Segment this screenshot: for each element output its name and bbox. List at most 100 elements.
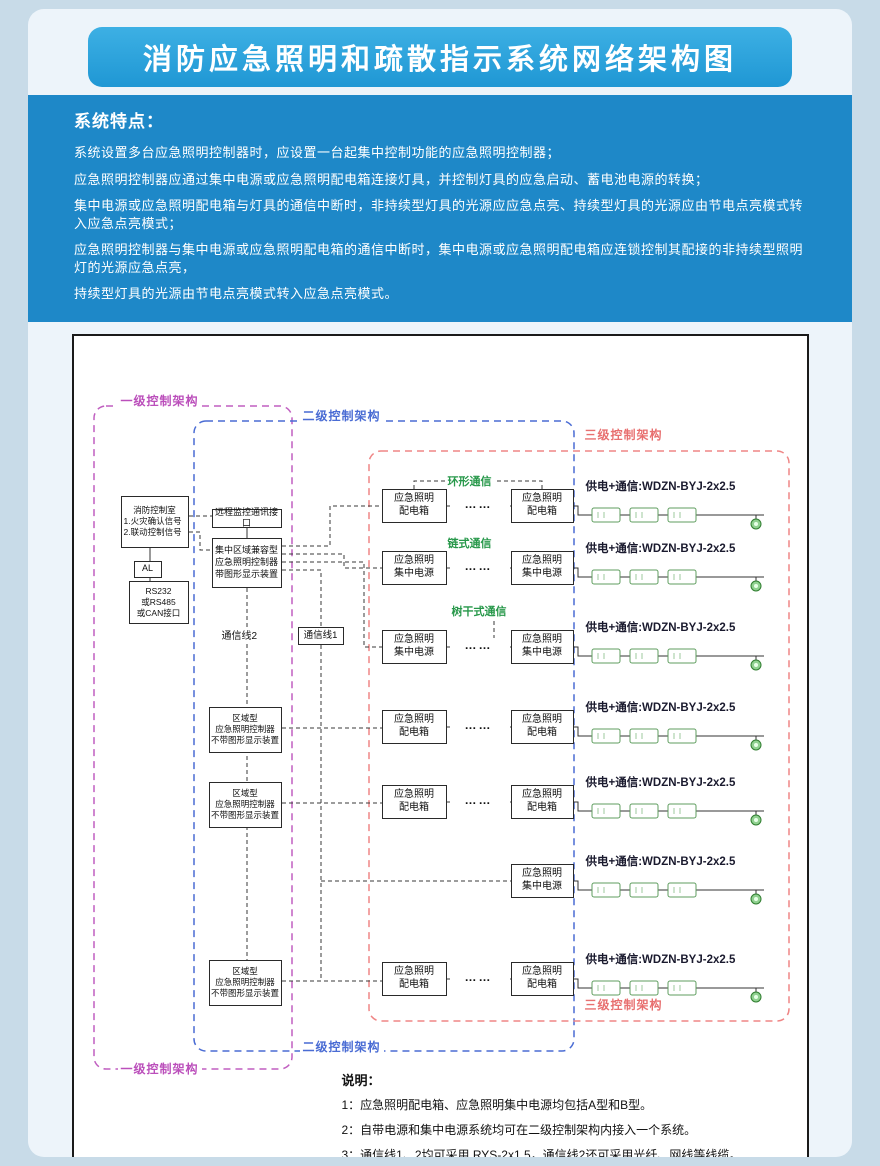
box-line: 应急照明 <box>394 966 434 978</box>
controller-line: 集中区域兼容型 <box>214 545 278 556</box>
feature-line: 集中电源或应急照明配电箱与灯具的通信中断时，非持续型灯具的光源应应急点亮、持续型… <box>74 198 804 231</box>
note-item: 3：通信线1、2均可采用 RYS-2x1.5，通信线2还可采用光纤、网线等线缆。 <box>341 1147 742 1157</box>
remote-monitor-port-box: 远程监控通讯接口 <box>211 507 282 528</box>
box-line: 配电箱 <box>399 978 429 990</box>
distribution-box: 应急照明 配电箱 <box>510 784 574 819</box>
box-line: 集中电源 <box>522 567 562 579</box>
box-line: 应急照明 <box>522 714 562 726</box>
ellipsis: …… <box>449 969 508 984</box>
box-line: 应急照明 <box>522 493 562 505</box>
ellipsis: …… <box>449 717 508 732</box>
level2-label-top: 二级控制架构 <box>299 406 384 424</box>
features-section: 系统特点： 系统设置多台应急照明控制器时，应设置一台起集中控制功能的应急照明控制… <box>28 95 852 322</box>
topology-chain-label: 链式通信 <box>445 534 494 551</box>
comm-line1-box: 通信线1 <box>297 626 344 645</box>
box-line: 应急照明 <box>522 789 562 801</box>
distribution-box: 应急照明 配电箱 <box>381 961 447 996</box>
distribution-box: 应急照明 配电箱 <box>510 488 574 523</box>
feature-line: 系统设置多台应急照明控制器时，应设置一台起集中控制功能的应急照明控制器； <box>74 145 561 160</box>
device-strip <box>573 646 764 671</box>
feature-line: 应急照明控制器应通过集中电源或应急照明配电箱连接灯具，并控制灯具的应急启动、蓄电… <box>74 171 709 187</box>
box-line: 配电箱 <box>527 978 557 990</box>
power-comm-label: 供电+通信:WDZN-BYJ-2x2.5 <box>585 953 736 966</box>
distribution-box: 应急照明 配电箱 <box>510 709 574 744</box>
box-line: 集中电源 <box>394 567 434 579</box>
box-line: 应急照明 <box>522 634 562 646</box>
box-line: 配电箱 <box>399 726 429 738</box>
regional-line: 应急照明控制器 <box>215 724 275 735</box>
central-power-box: 应急照明 集中电源 <box>381 629 447 664</box>
features-heading: 系统特点： <box>74 112 164 131</box>
ellipsis: …… <box>449 496 508 511</box>
diagram-canvas: 一级控制架构 一级控制架构 二级控制架构 二级控制架构 三级控制架构 三级控制架… <box>71 333 809 1157</box>
fire-room-signal-2: 2.联动控制信号 <box>123 527 182 538</box>
regional-line: 不带图形显示装置 <box>210 735 279 746</box>
regional-controller-box: 区域型 应急照明控制器 不带图形显示装置 <box>208 781 282 828</box>
topology-ring-label: 环形通信 <box>445 472 494 489</box>
level3-label-bottom: 三级控制架构 <box>581 995 666 1013</box>
box-line: 应急照明 <box>394 634 434 646</box>
interface-rs232: RS232 <box>145 585 172 596</box>
page-card: 消防应急照明和疏散指示系统网络架构图 系统特点： 系统设置多台应急照明控制器时，… <box>28 9 852 1157</box>
notes-heading: 说明： <box>341 1072 381 1088</box>
box-line: 应急照明 <box>394 789 434 801</box>
box-line: 应急照明 <box>522 868 562 880</box>
fire-control-room-box: 消防控制室 1.火灾确认信号 2.联动控制信号 <box>120 495 189 548</box>
distribution-box: 应急照明 配电箱 <box>510 961 574 996</box>
central-controller-box: 集中区域兼容型 应急照明控制器 带图形显示装置 <box>211 537 282 588</box>
fire-room-signal-1: 1.火灾确认信号 <box>123 516 182 527</box>
fire-room-title: 消防控制室 <box>133 505 176 516</box>
power-comm-label: 供电+通信:WDZN-BYJ-2x2.5 <box>585 621 736 634</box>
central-power-box: 应急照明 集中电源 <box>510 629 574 664</box>
note-item: 1：应急照明配电箱、应急照明集中电源均包括A型和B型。 <box>341 1097 653 1112</box>
al-box: AL <box>133 560 162 578</box>
ellipsis: …… <box>449 558 508 573</box>
controller-line: 带图形显示装置 <box>214 568 278 579</box>
feature-line: 应急照明控制器与集中电源或应急照明配电箱的通信中断时，集中电源或应急照明配电箱应… <box>74 242 804 275</box>
regional-line: 不带图形显示装置 <box>210 988 279 999</box>
central-power-box: 应急照明 集中电源 <box>510 863 574 898</box>
regional-controller-box: 区域型 应急照明控制器 不带图形显示装置 <box>208 706 282 753</box>
power-comm-label: 供电+通信:WDZN-BYJ-2x2.5 <box>585 701 736 714</box>
page-header: 消防应急照明和疏散指示系统网络架构图 <box>88 27 792 87</box>
power-comm-label: 供电+通信:WDZN-BYJ-2x2.5 <box>585 480 736 493</box>
central-power-box: 应急照明 集中电源 <box>381 550 447 585</box>
box-line: 配电箱 <box>527 726 557 738</box>
distribution-box: 应急照明 配电箱 <box>381 784 447 819</box>
regional-line: 区域型 <box>232 966 258 977</box>
level1-label-bottom: 一级控制架构 <box>117 1059 202 1077</box>
distribution-box: 应急照明 配电箱 <box>381 709 447 744</box>
level3-label-top: 三级控制架构 <box>581 425 666 443</box>
regional-line: 区域型 <box>232 713 258 724</box>
interface-rs485: 或RS485 <box>141 596 176 607</box>
box-line: 配电箱 <box>399 801 429 813</box>
device-strip <box>573 567 764 592</box>
level1-label-top: 一级控制架构 <box>117 391 202 409</box>
topology-trunk-label: 树干式通信 <box>449 602 509 619</box>
device-strip <box>573 726 764 751</box>
page-title: 消防应急照明和疏散指示系统网络架构图 <box>142 44 737 76</box>
box-line: 集中电源 <box>394 646 434 658</box>
controller-line: 应急照明控制器 <box>214 556 278 567</box>
diagram-lines <box>92 405 790 1070</box>
box-line: 应急照明 <box>394 555 434 567</box>
distribution-box: 应急照明 配电箱 <box>381 488 447 523</box>
regional-controller-box: 区域型 应急照明控制器 不带图形显示装置 <box>208 959 282 1006</box>
level2-label-bottom: 二级控制架构 <box>299 1037 384 1055</box>
notes-section: 说明： 1：应急照明配电箱、应急照明集中电源均包括A型和B型。 2：自带电源和集… <box>342 1070 742 1157</box>
regional-line: 区域型 <box>232 788 258 799</box>
regional-line: 应急照明控制器 <box>215 977 275 988</box>
ellipsis: …… <box>449 792 508 807</box>
box-line: 配电箱 <box>527 801 557 813</box>
box-line: 应急照明 <box>522 966 562 978</box>
comm-line2-label: 通信线2 <box>219 626 260 642</box>
ellipsis: …… <box>449 637 508 652</box>
power-comm-label: 供电+通信:WDZN-BYJ-2x2.5 <box>585 542 736 555</box>
interface-box: RS232 或RS485 或CAN接口 <box>128 580 189 624</box>
box-line: 集中电源 <box>522 880 562 892</box>
device-strip <box>573 505 764 530</box>
box-line: 应急照明 <box>394 493 434 505</box>
central-power-box: 应急照明 集中电源 <box>510 550 574 585</box>
box-line: 应急照明 <box>394 714 434 726</box>
box-line: 配电箱 <box>527 505 557 517</box>
